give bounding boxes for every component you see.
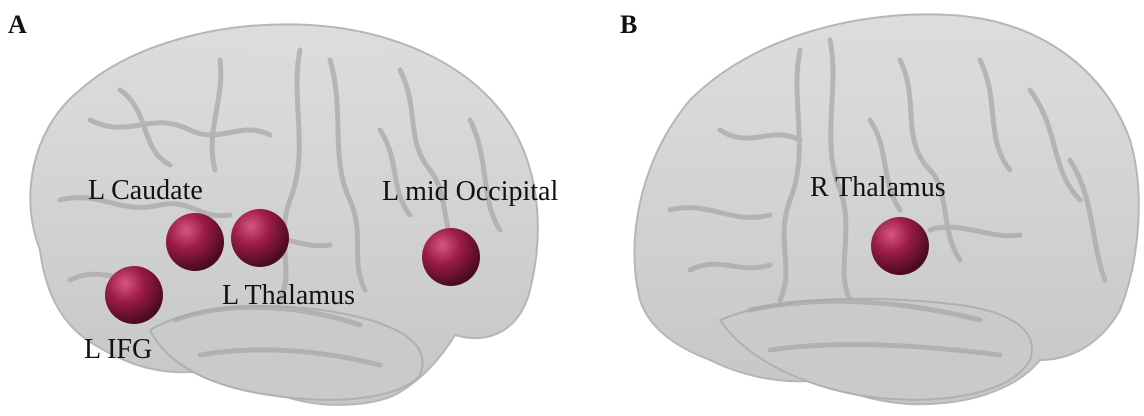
sphere-l-mid-occipital [422, 228, 480, 286]
sphere-l-thalamus [231, 209, 289, 267]
region-label-l-thalamus: L Thalamus [222, 280, 355, 312]
panel-a: A L Caudate L mid Occipital L Thalamus L… [0, 0, 580, 416]
sphere-r-thalamus [871, 217, 929, 275]
panel-letter: B [620, 10, 637, 40]
region-label-l-caudate: L Caudate [88, 175, 203, 207]
region-label-l-mid-occipital: L mid Occipital [382, 176, 558, 208]
temporal-lobe [720, 299, 1032, 400]
region-label-l-ifg: L IFG [84, 334, 152, 366]
right-hemisphere-brain [600, 0, 1144, 416]
sphere-l-ifg [105, 266, 163, 324]
sphere-l-caudate [166, 213, 224, 271]
panel-b: B R Thalamus [600, 0, 1144, 416]
panel-letter: A [8, 10, 27, 40]
region-label-r-thalamus: R Thalamus [810, 172, 946, 204]
